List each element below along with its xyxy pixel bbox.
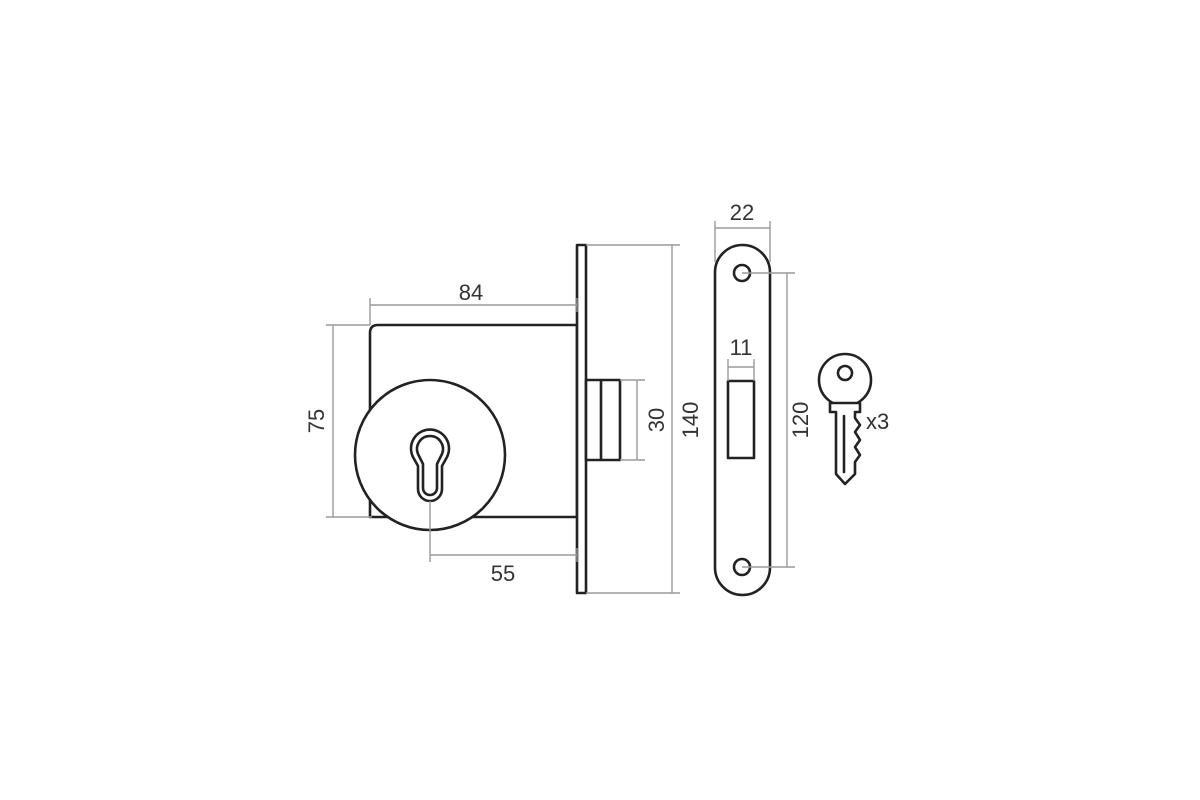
dimension-strike-width: 22 bbox=[714, 200, 771, 262]
dimension-label-body-width: 84 bbox=[459, 280, 483, 305]
dimension-strike-hole-spacing: 120 bbox=[742, 272, 813, 568]
dimension-body-height: 75 bbox=[304, 324, 372, 518]
dimension-label-body-height: 75 bbox=[304, 409, 329, 433]
dimension-body-width: 84 bbox=[369, 280, 578, 325]
key-group bbox=[817, 352, 873, 486]
dimension-bolt-height: 30 bbox=[620, 379, 669, 461]
strike-slot bbox=[726, 379, 756, 460]
dimension-label-strike-hole-spacing: 120 bbox=[788, 402, 813, 439]
faceplate bbox=[575, 243, 588, 595]
dimension-label-strike-width: 22 bbox=[730, 200, 754, 225]
key-quantity-label: x3 bbox=[866, 409, 889, 434]
dimension-label-backset: 55 bbox=[491, 561, 515, 586]
dimension-backset: 55 bbox=[429, 501, 578, 586]
strike-plate-group bbox=[713, 243, 772, 597]
cylinder-keyhole-outer bbox=[409, 428, 451, 503]
cylinder-keyhole-inner bbox=[415, 434, 445, 497]
dimension-label-faceplate-height: 140 bbox=[678, 402, 703, 439]
strike-plate bbox=[713, 243, 772, 597]
lock-body-group bbox=[353, 243, 622, 595]
key-head-hole bbox=[836, 364, 854, 382]
dimension-label-bolt-height: 30 bbox=[644, 408, 669, 432]
dimension-strike-slot: 11 bbox=[727, 335, 755, 381]
bolt bbox=[584, 378, 622, 462]
dimension-faceplate-height: 140 bbox=[586, 244, 703, 594]
dimension-label-strike-slot: 11 bbox=[730, 335, 753, 360]
